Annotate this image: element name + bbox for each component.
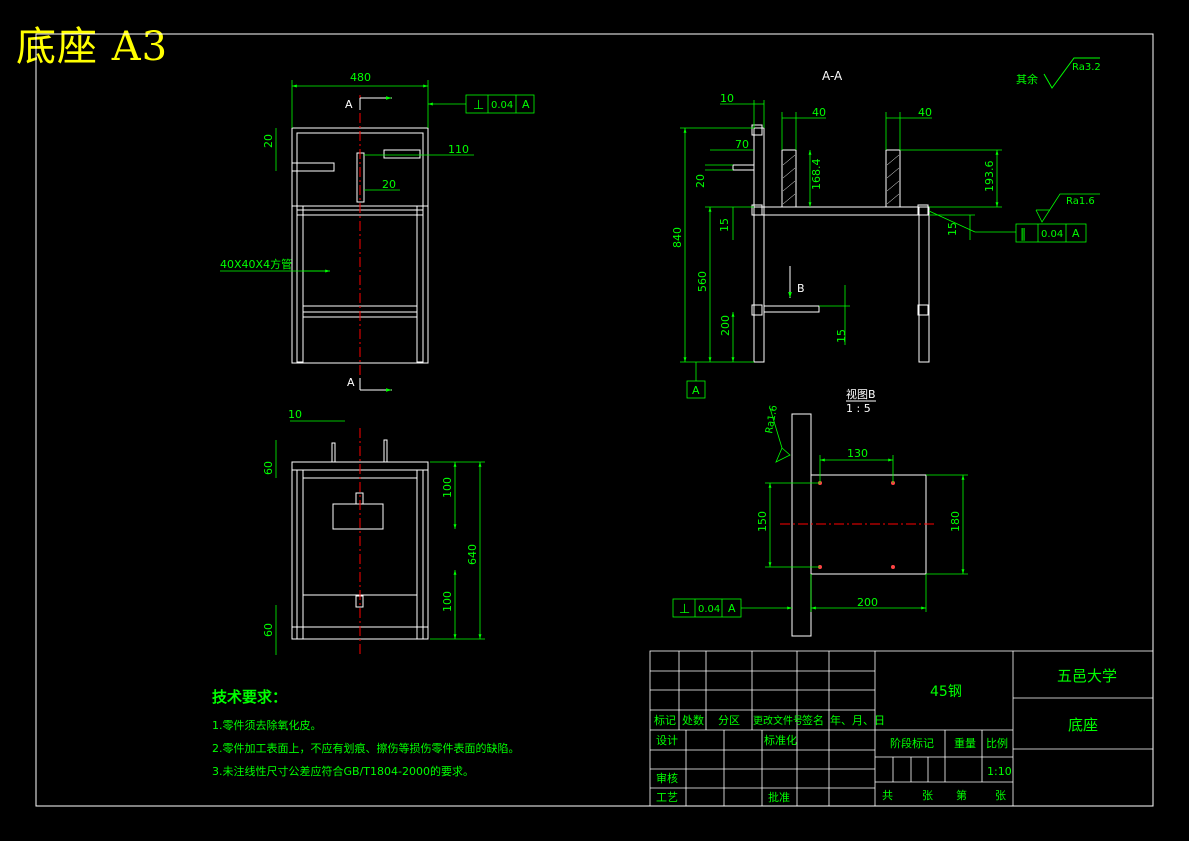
tech-req-item-2: 2.零件加工表面上，不应有划痕、擦伤等损伤零件表面的缺陷。: [212, 742, 520, 755]
detail-dim-200: 200: [857, 596, 878, 609]
front-tol-datum: A: [522, 98, 530, 111]
tb-total: 共: [882, 789, 893, 802]
detail-tol-value: 0.04: [698, 604, 720, 615]
detail-tol-datum: A: [728, 602, 736, 615]
tb-design: 设计: [656, 734, 678, 747]
sec-tol-datum: A: [1072, 227, 1080, 240]
tech-req-heading: 技术要求：: [212, 688, 288, 706]
tb-part-name: 底座: [1068, 716, 1098, 734]
dim-110: 110: [448, 143, 469, 156]
sec-dim-15c: 15: [946, 222, 959, 236]
front-tol-value: 0.04: [491, 100, 513, 111]
detail-dim-150: 150: [756, 511, 769, 532]
roughness-note-value: Ra3.2: [1072, 62, 1101, 73]
front-dimensions: [220, 80, 535, 273]
sec-tol-value: 0.04: [1041, 229, 1063, 240]
tb-sheet: 张: [922, 789, 933, 802]
section-label-bottom: A: [347, 376, 355, 389]
view-b-arrow: B: [788, 266, 805, 298]
tech-req-item-1: 1.零件须去除氧化皮。: [212, 719, 322, 732]
dim-20a: 20: [262, 134, 275, 148]
sec-dim-200: 200: [719, 315, 732, 336]
roughness-note: 其余 Ra3.2: [1016, 57, 1101, 89]
dim-640: 640: [466, 544, 479, 565]
tb-header-5: 年、月、日: [830, 713, 885, 727]
tb-ratio: 比例: [986, 736, 1008, 750]
section-view: [732, 124, 930, 363]
sec-dim-10: 10: [720, 92, 734, 105]
tb-no: 第: [956, 788, 967, 802]
title-block-text: 标记 处数 分区 更改文件号 签名 年、月、日 设计 标准化 审核 工艺 批准 …: [654, 667, 1117, 804]
dim-480: 480: [350, 71, 371, 84]
drawing-title: 底座 A3: [16, 24, 169, 70]
border-frame: [35, 33, 1154, 807]
top-dimensions: [275, 420, 485, 655]
section-aa-label: A-A: [822, 69, 843, 83]
tb-school: 五邑大学: [1057, 667, 1117, 685]
dim-100a: 100: [441, 477, 454, 498]
sec-dim-40b: 40: [918, 106, 932, 119]
tb-weight: 重量: [954, 736, 976, 750]
sec-dim-193: 193.6: [983, 161, 996, 193]
sec-dim-15a: 15: [718, 218, 731, 232]
dim-60a: 60: [262, 461, 275, 475]
sec-dim-15b: 15: [835, 329, 848, 343]
sec-datum-a: A: [692, 384, 700, 397]
tb-header-1: 处数: [682, 714, 704, 727]
sec-dim-40a: 40: [812, 106, 826, 119]
detail-dim-text: 130 150 180 200 Ra1.6 ⊥ 0.04 A: [679, 404, 962, 617]
view-b-label: B: [797, 282, 805, 295]
detail-dim-130: 130: [847, 447, 868, 460]
tb-review: 审核: [656, 771, 678, 785]
sec-dim-168: 168.4: [810, 159, 823, 191]
tb-stage-mark: 阶段标记: [890, 736, 934, 750]
detail-roughness: Ra1.6: [764, 404, 780, 434]
technical-requirements: 技术要求： 1.零件须去除氧化皮。 2.零件加工表面上，不应有划痕、擦伤等损伤零…: [212, 686, 520, 786]
section-label-top: A: [345, 98, 353, 111]
sec-roughness: Ra1.6: [1066, 196, 1095, 207]
detail-view-scale: 1 : 5: [846, 402, 871, 415]
dim-20b: 20: [382, 178, 396, 191]
tb-sheet2: 张: [995, 789, 1006, 802]
sec-dim-560: 560: [696, 271, 709, 292]
section-marks: A A: [345, 96, 392, 392]
section-dim-text: 10 40 40 70 20 168.4 193.6 15 15 840 560…: [671, 92, 1095, 397]
detail-tol-symbol: ⊥: [679, 602, 690, 617]
sec-dim-70: 70: [735, 138, 749, 151]
front-dim-text: 480 20 110 20 40X40X4方管 ⊥ 0.04 A: [220, 71, 530, 271]
top-dim-text: 10 60 100 640 100 60: [262, 408, 479, 637]
tech-req-item-3: 3.未注线性尺寸公差应符合GB/T1804-2000的要求。: [212, 765, 474, 778]
sec-dim-20: 20: [694, 174, 707, 188]
roughness-note-label: 其余: [1016, 72, 1038, 86]
dim-100b: 100: [441, 591, 454, 612]
sec-dim-840: 840: [671, 227, 684, 248]
detail-view-label: 视图B: [846, 387, 876, 401]
detail-dimensions: [672, 407, 968, 618]
tb-header-2: 分区: [718, 714, 740, 727]
tb-scale: 1:10: [987, 765, 1012, 778]
sec-tol-symbol: ∥: [1020, 227, 1027, 242]
section-dimensions: [680, 100, 1100, 399]
section-hatching: [782, 154, 900, 205]
tb-header-0: 标记: [654, 713, 676, 727]
detail-holes: [818, 481, 895, 569]
dim-60b: 60: [262, 623, 275, 637]
tube-label: 40X40X4方管: [220, 257, 292, 271]
tb-approve: 批准: [768, 790, 790, 804]
dim-10: 10: [288, 408, 302, 421]
tb-standardize: 标准化: [764, 733, 797, 747]
front-tol-symbol: ⊥: [473, 98, 484, 113]
tb-header-4: 签名: [802, 713, 824, 727]
tb-material: 45钢: [930, 684, 962, 700]
detail-dim-180: 180: [949, 511, 962, 532]
tb-header-3: 更改文件号: [753, 714, 803, 727]
tb-process: 工艺: [656, 791, 678, 804]
title-block: [649, 650, 1154, 807]
